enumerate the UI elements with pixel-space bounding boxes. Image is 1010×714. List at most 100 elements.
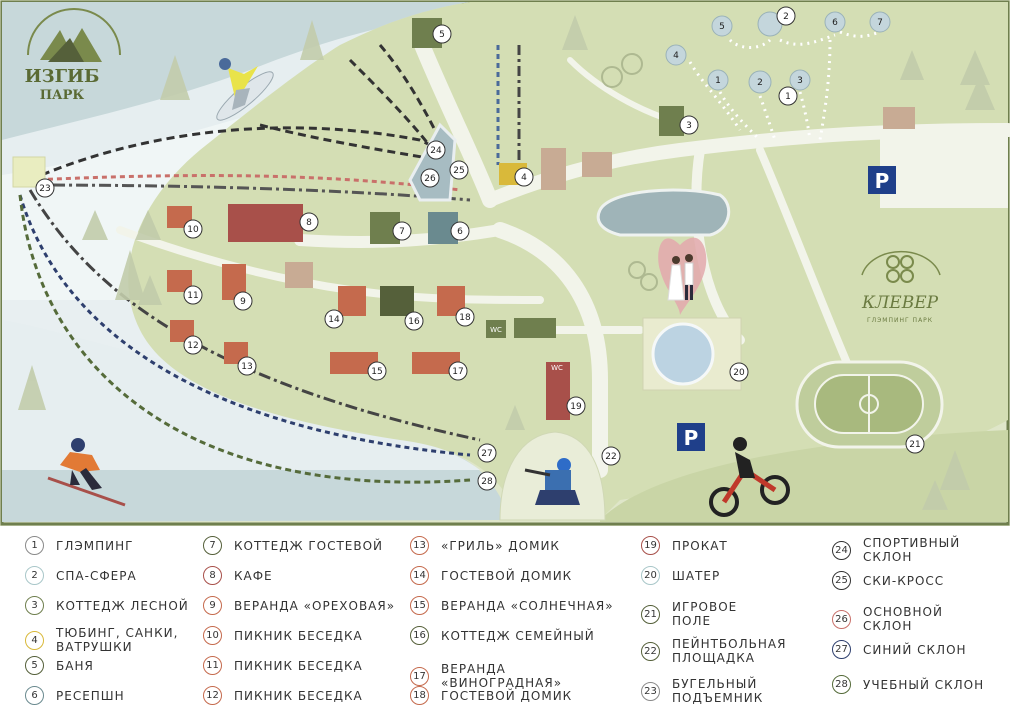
legend-label: ОСНОВНОЙ СКЛОН	[863, 605, 943, 633]
legend-label: БУГЕЛЬНЫЙ ПОДЪЕМНИК	[672, 677, 764, 705]
paintball-player-icon	[524, 458, 580, 505]
map-marker-26[interactable]: 26	[420, 168, 440, 188]
map-marker-22[interactable]: 22	[601, 446, 621, 466]
map-marker-16[interactable]: 16	[404, 311, 424, 331]
svg-text:15: 15	[371, 367, 382, 377]
legend-number-badge: 16	[410, 626, 429, 645]
svg-text:23: 23	[39, 184, 50, 194]
svg-text:18: 18	[459, 313, 471, 323]
trees	[18, 15, 995, 510]
map-marker-15[interactable]: 15	[367, 361, 387, 381]
map-marker-18[interactable]: 18	[455, 307, 475, 327]
legend-label: ПИКНИК БЕСЕДКА	[234, 628, 363, 643]
legend-number-badge: 24	[832, 540, 851, 560]
legend-number-badge: 23	[641, 681, 660, 701]
tent-dome	[651, 322, 715, 386]
parking-sign-right: P	[868, 166, 896, 194]
legend-label: «ГРИЛЬ» ДОМИК	[441, 538, 560, 553]
map-marker-23[interactable]: 23	[35, 178, 55, 198]
map-marker-1[interactable]: 1	[778, 86, 798, 106]
legend-label: ИГРОВОЕ ПОЛЕ	[672, 600, 738, 628]
svg-text:21: 21	[909, 440, 920, 450]
svg-text:ПАРК: ПАРК	[40, 88, 85, 103]
map-marker-21[interactable]: 21	[905, 434, 925, 454]
map-marker-14[interactable]: 14	[324, 309, 344, 329]
svg-text:6: 6	[832, 18, 838, 28]
svg-text:4: 4	[673, 51, 679, 61]
glamping-domes	[665, 11, 891, 94]
klever-logo: КЛЕВЕР ГЛЭМПИНГ ПАРК	[861, 250, 941, 324]
map-marker-4[interactable]: 4	[514, 167, 534, 187]
legend-number-badge: 11	[203, 656, 222, 675]
legend-label: ПИКНИК БЕСЕДКА	[234, 658, 363, 673]
svg-text:19: 19	[570, 402, 582, 412]
map-marker-27[interactable]: 27	[477, 443, 497, 463]
map-marker-6[interactable]: 6	[450, 221, 470, 241]
legend-label: КОТТЕДЖ ЛЕСНОЙ	[56, 598, 189, 613]
legend-label: РЕСЕПШН	[56, 688, 125, 703]
map-marker-12[interactable]: 12	[183, 335, 203, 355]
legend-item-11: 11 ПИКНИК БЕСЕДКА	[203, 656, 363, 675]
map-marker-2[interactable]: 2	[776, 6, 796, 26]
svg-text:10: 10	[187, 225, 199, 235]
map-marker-7[interactable]: 7	[392, 221, 412, 241]
map-marker-10[interactable]: 10	[183, 219, 203, 239]
map-marker-13[interactable]: 13	[237, 356, 257, 376]
svg-text:14: 14	[328, 315, 340, 325]
legend-label: ПИКНИК БЕСЕДКА	[234, 688, 363, 703]
svg-text:4: 4	[521, 173, 527, 183]
map-marker-19[interactable]: 19	[566, 396, 586, 416]
legend-label: КОТТЕДЖ СЕМЕЙНЫЙ	[441, 628, 595, 643]
legend-number-badge: 28	[832, 675, 851, 694]
park-map: WC WC ИЗГИБ ПАРК К	[0, 0, 1010, 526]
svg-text:КЛЕВЕР: КЛЕВЕР	[861, 293, 939, 313]
map-marker-17[interactable]: 17	[448, 361, 468, 381]
legend-number-badge: 17	[410, 666, 429, 686]
legend-number-badge: 13	[410, 536, 429, 555]
svg-text:ИЗГИБ: ИЗГИБ	[25, 66, 100, 87]
wc-label-1: WC	[490, 326, 502, 334]
map-marker-25[interactable]: 25	[449, 160, 469, 180]
svg-text:17: 17	[452, 367, 463, 377]
izgib-park-logo: ИЗГИБ ПАРК	[25, 8, 121, 103]
map-marker-9[interactable]: 9	[233, 291, 253, 311]
legend-number-badge: 1	[25, 536, 44, 555]
motocross-icon	[709, 437, 790, 517]
svg-text:26: 26	[424, 174, 436, 184]
legend-number-badge: 6	[25, 686, 44, 705]
svg-text:ГЛЭМПИНГ ПАРК: ГЛЭМПИНГ ПАРК	[867, 317, 933, 324]
map-marker-8[interactable]: 8	[299, 212, 319, 232]
buildings	[167, 18, 915, 420]
legend-number-badge: 8	[203, 566, 222, 585]
map-markers: 1 2 3 4 5 6 7 8 9 10 11 12 13 14 15 16 1…	[35, 6, 925, 491]
glamping-paths	[688, 30, 881, 142]
parking-right-area	[880, 130, 1008, 208]
map-marker-20[interactable]: 20	[729, 362, 749, 382]
svg-text:24: 24	[430, 146, 442, 156]
map-marker-5[interactable]: 5	[432, 24, 452, 44]
svg-text:6: 6	[457, 227, 463, 237]
ski-slope-light	[2, 20, 480, 470]
map-marker-3[interactable]: 3	[679, 115, 699, 135]
map-marker-11[interactable]: 11	[183, 285, 203, 305]
svg-text:27: 27	[481, 449, 492, 459]
legend-item-16: 16 КОТТЕДЖ СЕМЕЙНЫЙ	[410, 626, 595, 645]
map-marker-28[interactable]: 28	[477, 471, 497, 491]
svg-text:13: 13	[241, 362, 252, 372]
map-marker-24[interactable]: 24	[426, 140, 446, 160]
legend-number-badge: 5	[25, 656, 44, 675]
svg-text:1: 1	[785, 92, 791, 102]
